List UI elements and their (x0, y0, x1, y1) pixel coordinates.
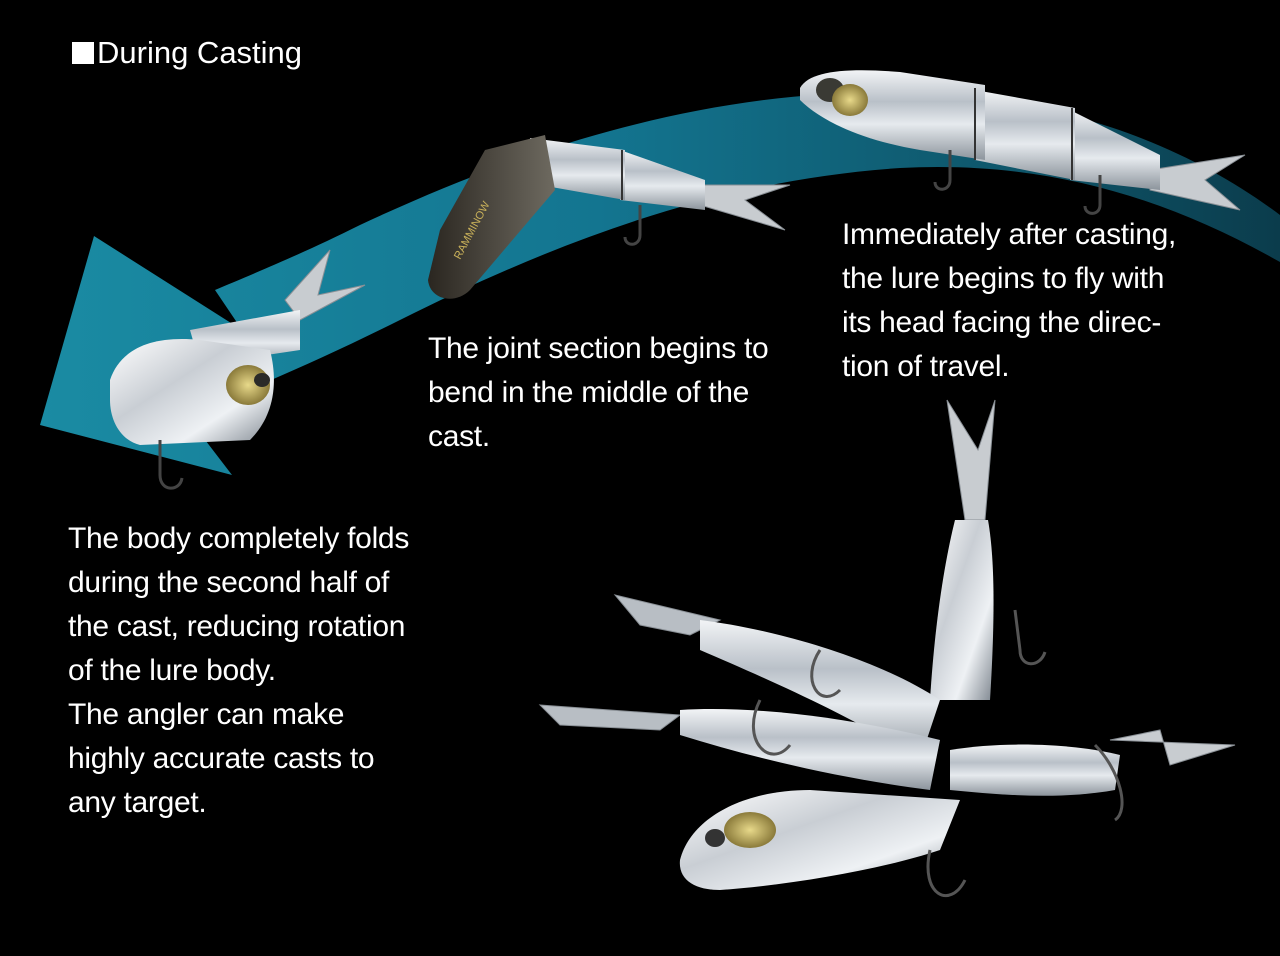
lure-straight (800, 70, 1246, 215)
square-bullet-icon (72, 42, 94, 64)
section-title: During Casting (72, 34, 302, 72)
caption-end-of-cast: The body completely folds during the sec… (68, 522, 410, 819)
lure-bending: RAMMINOW (428, 135, 791, 299)
caption-start-of-cast: Immediately after casting, the lure begi… (842, 218, 1177, 383)
section-title-text: During Casting (97, 35, 303, 70)
caption-middle-of-cast: The joint section begins to bend in the … (428, 332, 769, 453)
lure-cluster (538, 399, 1236, 898)
lure-folded (110, 249, 366, 490)
